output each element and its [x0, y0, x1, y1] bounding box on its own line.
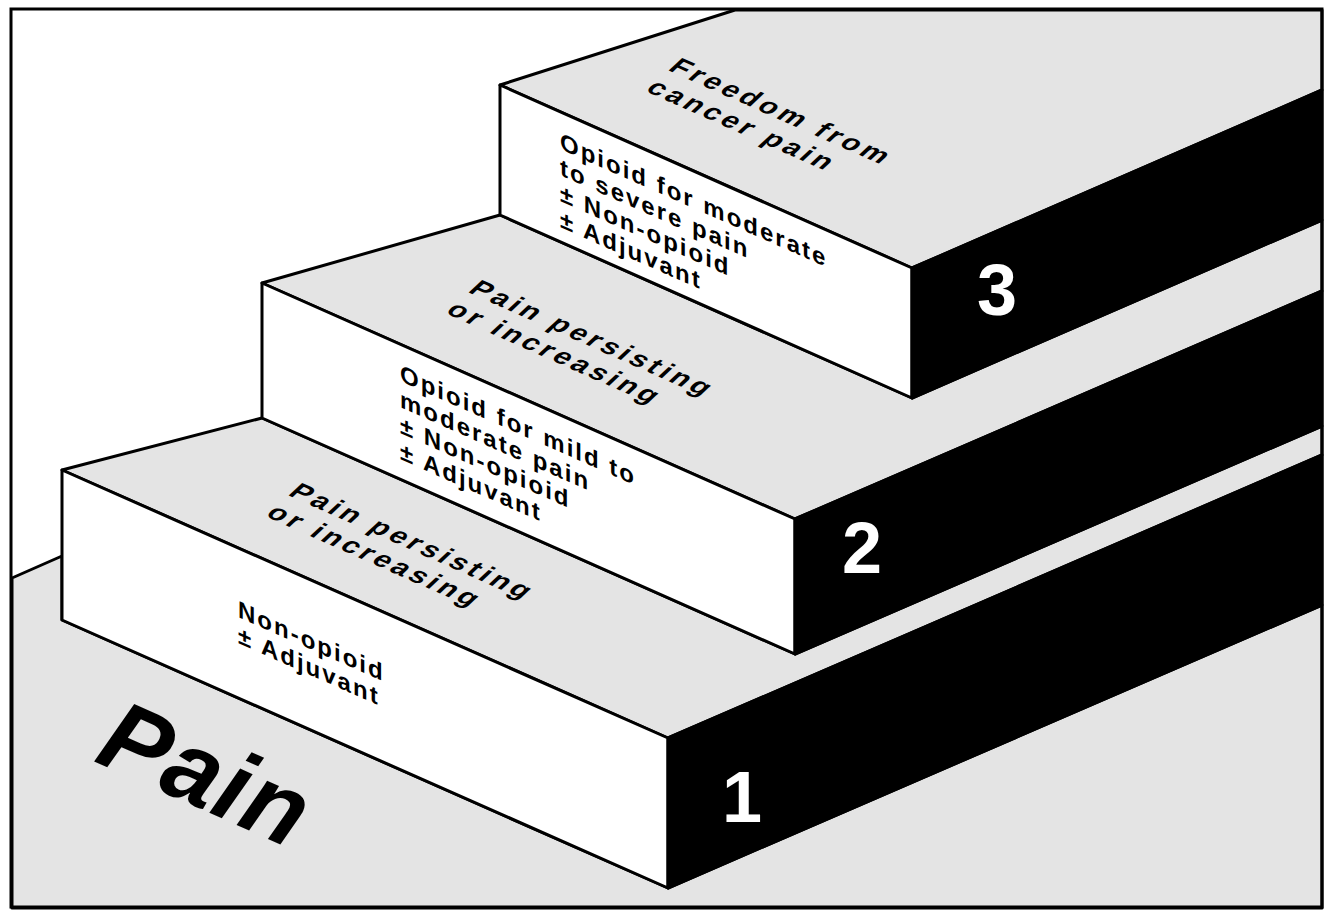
step-side-face — [912, 90, 1322, 398]
ladder-step: Opioid for moderate to severe pain ± Non… — [500, 10, 1322, 398]
step-number: 2 — [842, 512, 882, 584]
step-number: 1 — [722, 761, 762, 833]
step-number: 3 — [977, 254, 1017, 326]
frame-border — [11, 9, 1322, 907]
